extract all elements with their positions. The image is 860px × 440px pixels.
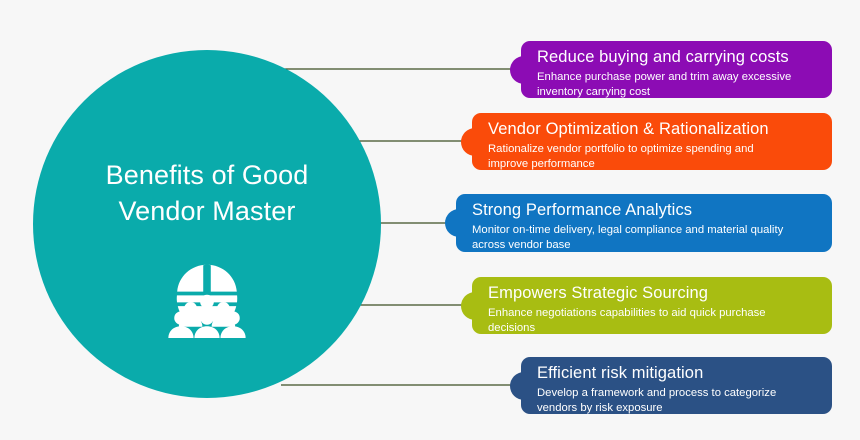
card-title: Strong Performance Analytics — [472, 201, 693, 219]
card-description: Monitor on-time delivery, legal complian… — [472, 223, 784, 251]
card-connector-tab — [510, 55, 538, 84]
card-description: Rationalize vendor portfolio to optimize… — [488, 142, 754, 170]
card-connector-tab — [461, 127, 489, 156]
globe-people-icon — [168, 264, 246, 338]
card-title: Efficient risk mitigation — [537, 364, 704, 382]
card-description: Enhance negotiations capabilities to aid… — [488, 306, 766, 334]
card-title: Reduce buying and carrying costs — [537, 48, 789, 66]
card-connector-tab — [461, 291, 489, 320]
card-description: Develop a framework and process to categ… — [537, 386, 777, 414]
card-description: Enhance purchase power and trim away exc… — [537, 70, 792, 98]
central-hub: Benefits of Good Vendor Master — [33, 50, 381, 398]
card-title: Vendor Optimization & Rationalization — [488, 120, 769, 138]
page-title: Benefits of Good Vendor Master — [105, 160, 309, 226]
card-connector-tab — [445, 209, 473, 237]
card-title: Empowers Strategic Sourcing — [488, 284, 709, 302]
card-connector-tab — [510, 371, 538, 400]
